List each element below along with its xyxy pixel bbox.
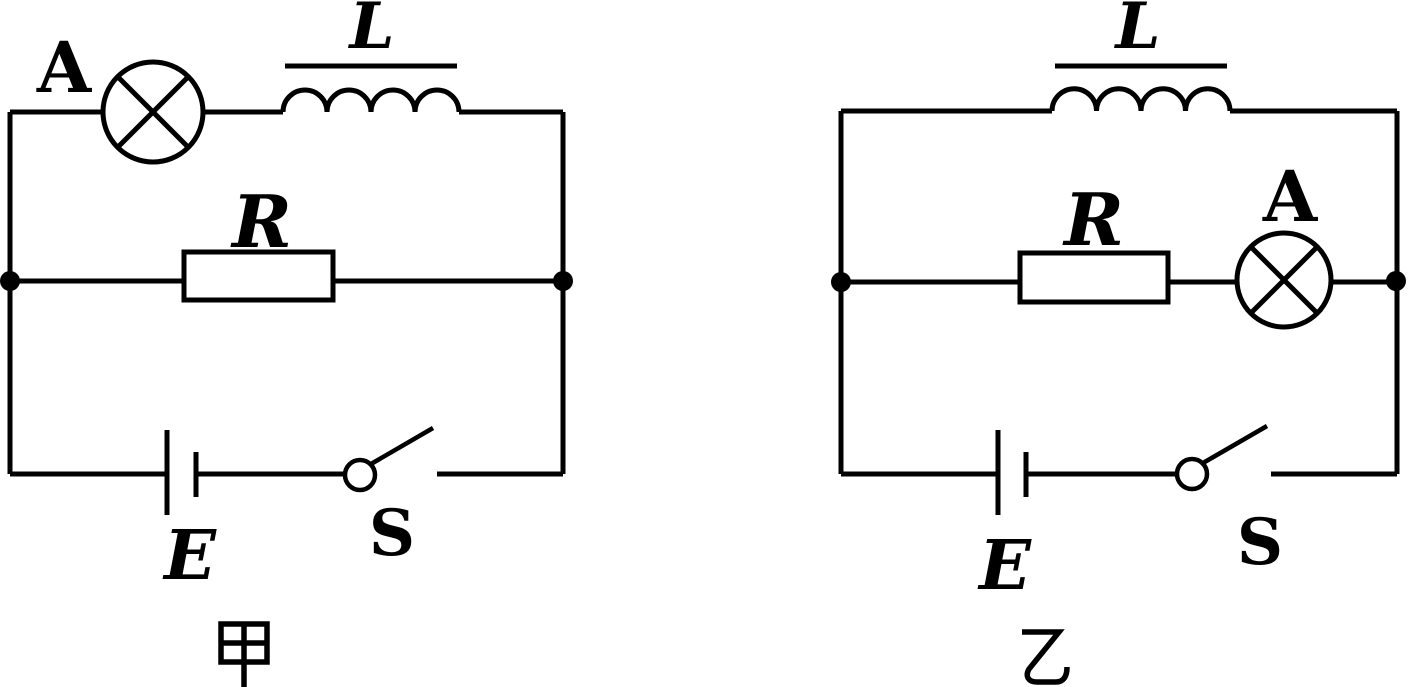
inductor-label: L (1114, 0, 1161, 64)
inductor-coil (1049, 63, 1233, 112)
junction-dot-left (0, 271, 20, 291)
junction-dot-right (1386, 271, 1406, 291)
switch (1174, 424, 1269, 492)
inductor-humps (1049, 86, 1233, 112)
lamp (1234, 230, 1334, 330)
resistor-label: R (230, 179, 292, 264)
inductor-coil (280, 63, 462, 113)
battery-label: E (162, 516, 217, 596)
caption-yi-stroke (1022, 629, 1070, 685)
switch-lever (369, 426, 435, 466)
switch (342, 426, 435, 493)
inductor-label: L (348, 0, 395, 64)
caption-jia-glyph (218, 621, 270, 687)
battery-label: E (977, 526, 1032, 606)
switch-label: S (369, 496, 415, 571)
circuit-jia: A L R E S (0, 0, 573, 687)
lamp-x-icon (1249, 245, 1319, 315)
battery (995, 430, 1029, 515)
switch-label: S (1237, 505, 1283, 580)
switch-pivot (342, 457, 378, 493)
lamp (100, 59, 206, 165)
caption-yi-glyph (1022, 629, 1070, 685)
resistor-box (181, 249, 336, 303)
junction-dot-right (553, 271, 573, 291)
resistor-label: R (1062, 177, 1124, 262)
resistor-box (1017, 250, 1171, 305)
junction-dot-left (831, 272, 851, 292)
lamp-label: A (36, 26, 93, 109)
circuit-yi: L R A E S (831, 0, 1406, 685)
lamp-label: A (1262, 155, 1319, 238)
inductor-humps (280, 87, 462, 113)
battery (164, 430, 199, 515)
switch-lever (1201, 424, 1269, 465)
switch-pivot (1174, 456, 1210, 492)
lamp-x-icon (116, 75, 190, 149)
